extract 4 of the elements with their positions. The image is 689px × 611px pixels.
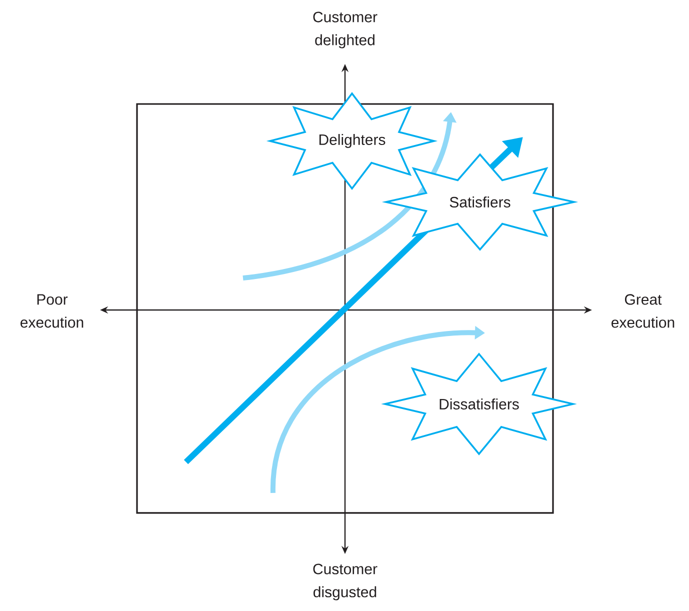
axis-label: Customer delighted [313, 12, 378, 48]
axis-label: Customer disgusted [313, 564, 378, 600]
axis-label: Poor execution [20, 294, 84, 328]
axis-label: Great execution [612, 294, 674, 328]
